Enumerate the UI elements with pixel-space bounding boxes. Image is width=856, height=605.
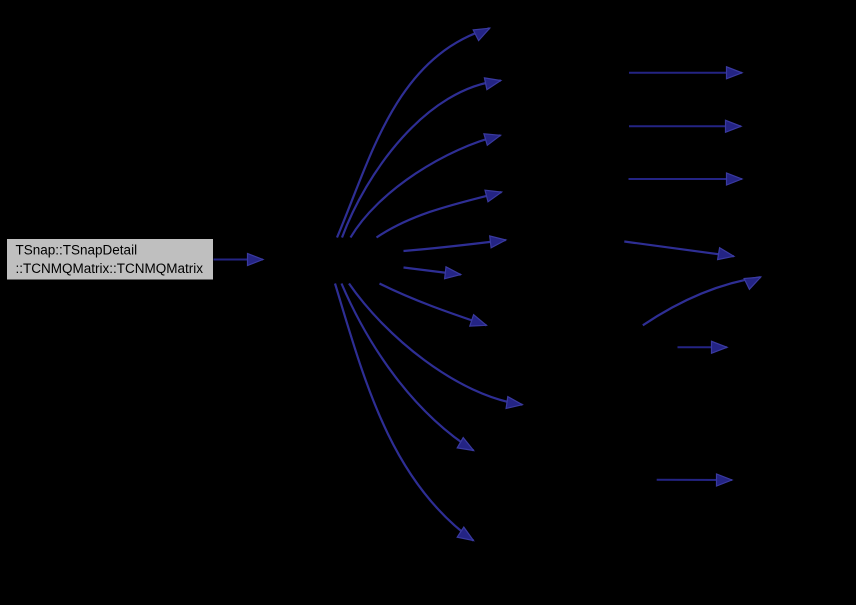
svg-text:::TCNMQMatrix::TCNMQMatrix: ::TCNMQMatrix::TCNMQMatrix [16,261,204,276]
svg-text:TSnap::TSnapDetail: TSnap::TSnapDetail [16,242,138,257]
